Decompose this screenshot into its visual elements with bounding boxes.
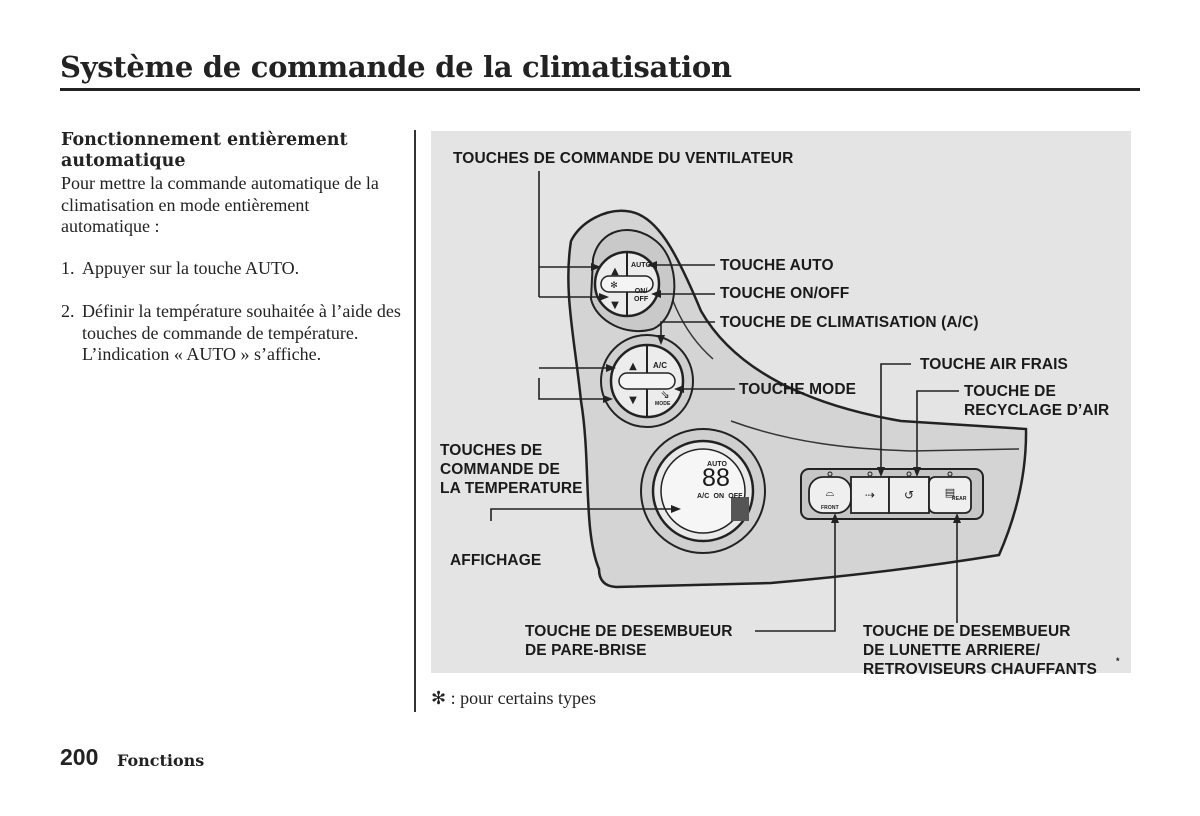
footnote: ✻ : pour certains types <box>431 688 597 708</box>
page-title: Système de commande de la climatisation <box>60 50 732 84</box>
label-rear-defrost: TOUCHE DE DESEMBUEUR DE LUNETTE ARRIERE/… <box>863 623 1097 678</box>
label-windshield-defrost: TOUCHE DE DESEMBUEUR DE PARE-BRISE <box>525 623 733 659</box>
label-display: AFFICHAGE <box>450 552 542 569</box>
onoff-button-text: ON/ OFF <box>634 288 649 303</box>
mode-button-text: MODE <box>655 401 671 407</box>
intro-paragraph: Pour mettre la commande automatique de l… <box>61 173 379 236</box>
front-text: FRONT <box>821 505 839 511</box>
windshield-defrost-icon: ⌓ <box>826 486 835 499</box>
svg-text:▼: ▼ <box>611 300 619 311</box>
label-onoff-button: TOUCHE ON/OFF <box>720 285 850 302</box>
mode-icon: ⇘ <box>660 388 669 401</box>
climate-control-diagram: ▲ ▼ ✻ ▲ ▼ ⇘ ⌓ ⇢ ↺ ▤ <box>431 131 1131 678</box>
step-text: Définir la température souhaitée à l’aid… <box>82 301 401 364</box>
auto-button-text: AUTO <box>631 262 652 269</box>
column-divider <box>414 130 416 712</box>
label-fresh-air-button: TOUCHE AIR FRAIS <box>920 356 1068 373</box>
section-heading: Fonctionnement entièrement automatique <box>61 130 348 171</box>
step-text: Appuyer sur la touche AUTO. <box>82 258 300 278</box>
step-number: 1. <box>61 258 75 278</box>
step-2: 2. Définir la température souhaitée à l’… <box>61 301 401 366</box>
title-rule <box>60 88 1140 91</box>
label-recirculation-button: TOUCHE DE RECYCLAGE D’AIR <box>964 383 1110 419</box>
step-number: 2. <box>61 301 75 321</box>
label-mode-button: TOUCHE MODE <box>739 381 857 398</box>
label-auto-button: TOUCHE AUTO <box>720 257 834 274</box>
footer-section-name: Fonctions <box>117 751 205 770</box>
svg-text:▼: ▼ <box>629 395 637 406</box>
svg-text:▲: ▲ <box>611 266 619 277</box>
label-ac-button: TOUCHE DE CLIMATISATION (A/C) <box>720 314 979 331</box>
label-temperature-buttons: TOUCHES DE COMMANDE DE LA TEMPERATURE <box>440 442 583 497</box>
label-fan-buttons: TOUCHES DE COMMANDE DU VENTILATEUR <box>453 150 794 167</box>
display-auto-text: AUTO <box>707 461 728 468</box>
svg-text:▲: ▲ <box>629 361 637 372</box>
page-number: 200 <box>60 744 99 770</box>
recirculation-icon: ↺ <box>904 488 914 502</box>
control-panel-illustration: ▲ ▼ ✻ ▲ ▼ ⇘ ⌓ ⇢ ↺ ▤ <box>490 171 1028 632</box>
fan-icon: ✻ <box>610 281 618 291</box>
label-rear-defrost-footnote-mark: * <box>1116 656 1120 666</box>
ac-button-text: A/C <box>653 361 668 370</box>
display-status-text: A/C ON OFF <box>697 493 743 500</box>
fresh-air-icon: ⇢ <box>865 488 875 502</box>
display-digits: 88 <box>702 464 731 492</box>
rear-defrost-icon: ▤ <box>945 486 955 499</box>
rear-text: REAR <box>952 496 967 502</box>
step-1: 1. Appuyer sur la touche AUTO. <box>61 258 401 280</box>
